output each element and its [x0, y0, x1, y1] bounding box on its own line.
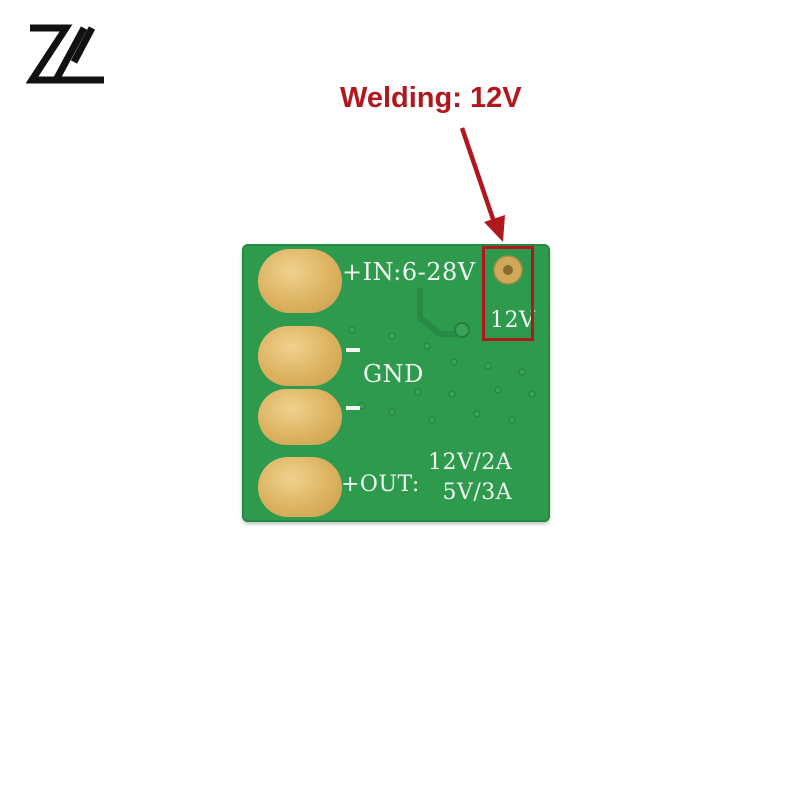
output-label: +OUT: [341, 472, 420, 497]
highlight-box [482, 246, 534, 341]
output-ratings: 12V/2A 5V/3A [428, 448, 512, 508]
jumper-12v-label: 12V [490, 308, 536, 333]
input-solder-pad [258, 249, 342, 313]
ground-solder-pad [258, 326, 342, 386]
pcb-board: +IN:6-28V GND +OUT: 12V/2A 5V/3A 12V [242, 244, 550, 522]
zl-logo-icon [26, 24, 104, 84]
rating-12v-label: 12V/2A [428, 450, 513, 475]
rating-5v-label: 5V/3A [442, 480, 513, 505]
ground-solder-pad [258, 389, 342, 445]
input-voltage-label: +IN:6-28V [342, 258, 476, 286]
welding-callout-label: Welding: 12V [340, 82, 522, 114]
ground-label: GND [363, 360, 424, 388]
output-solder-pad [258, 457, 342, 517]
